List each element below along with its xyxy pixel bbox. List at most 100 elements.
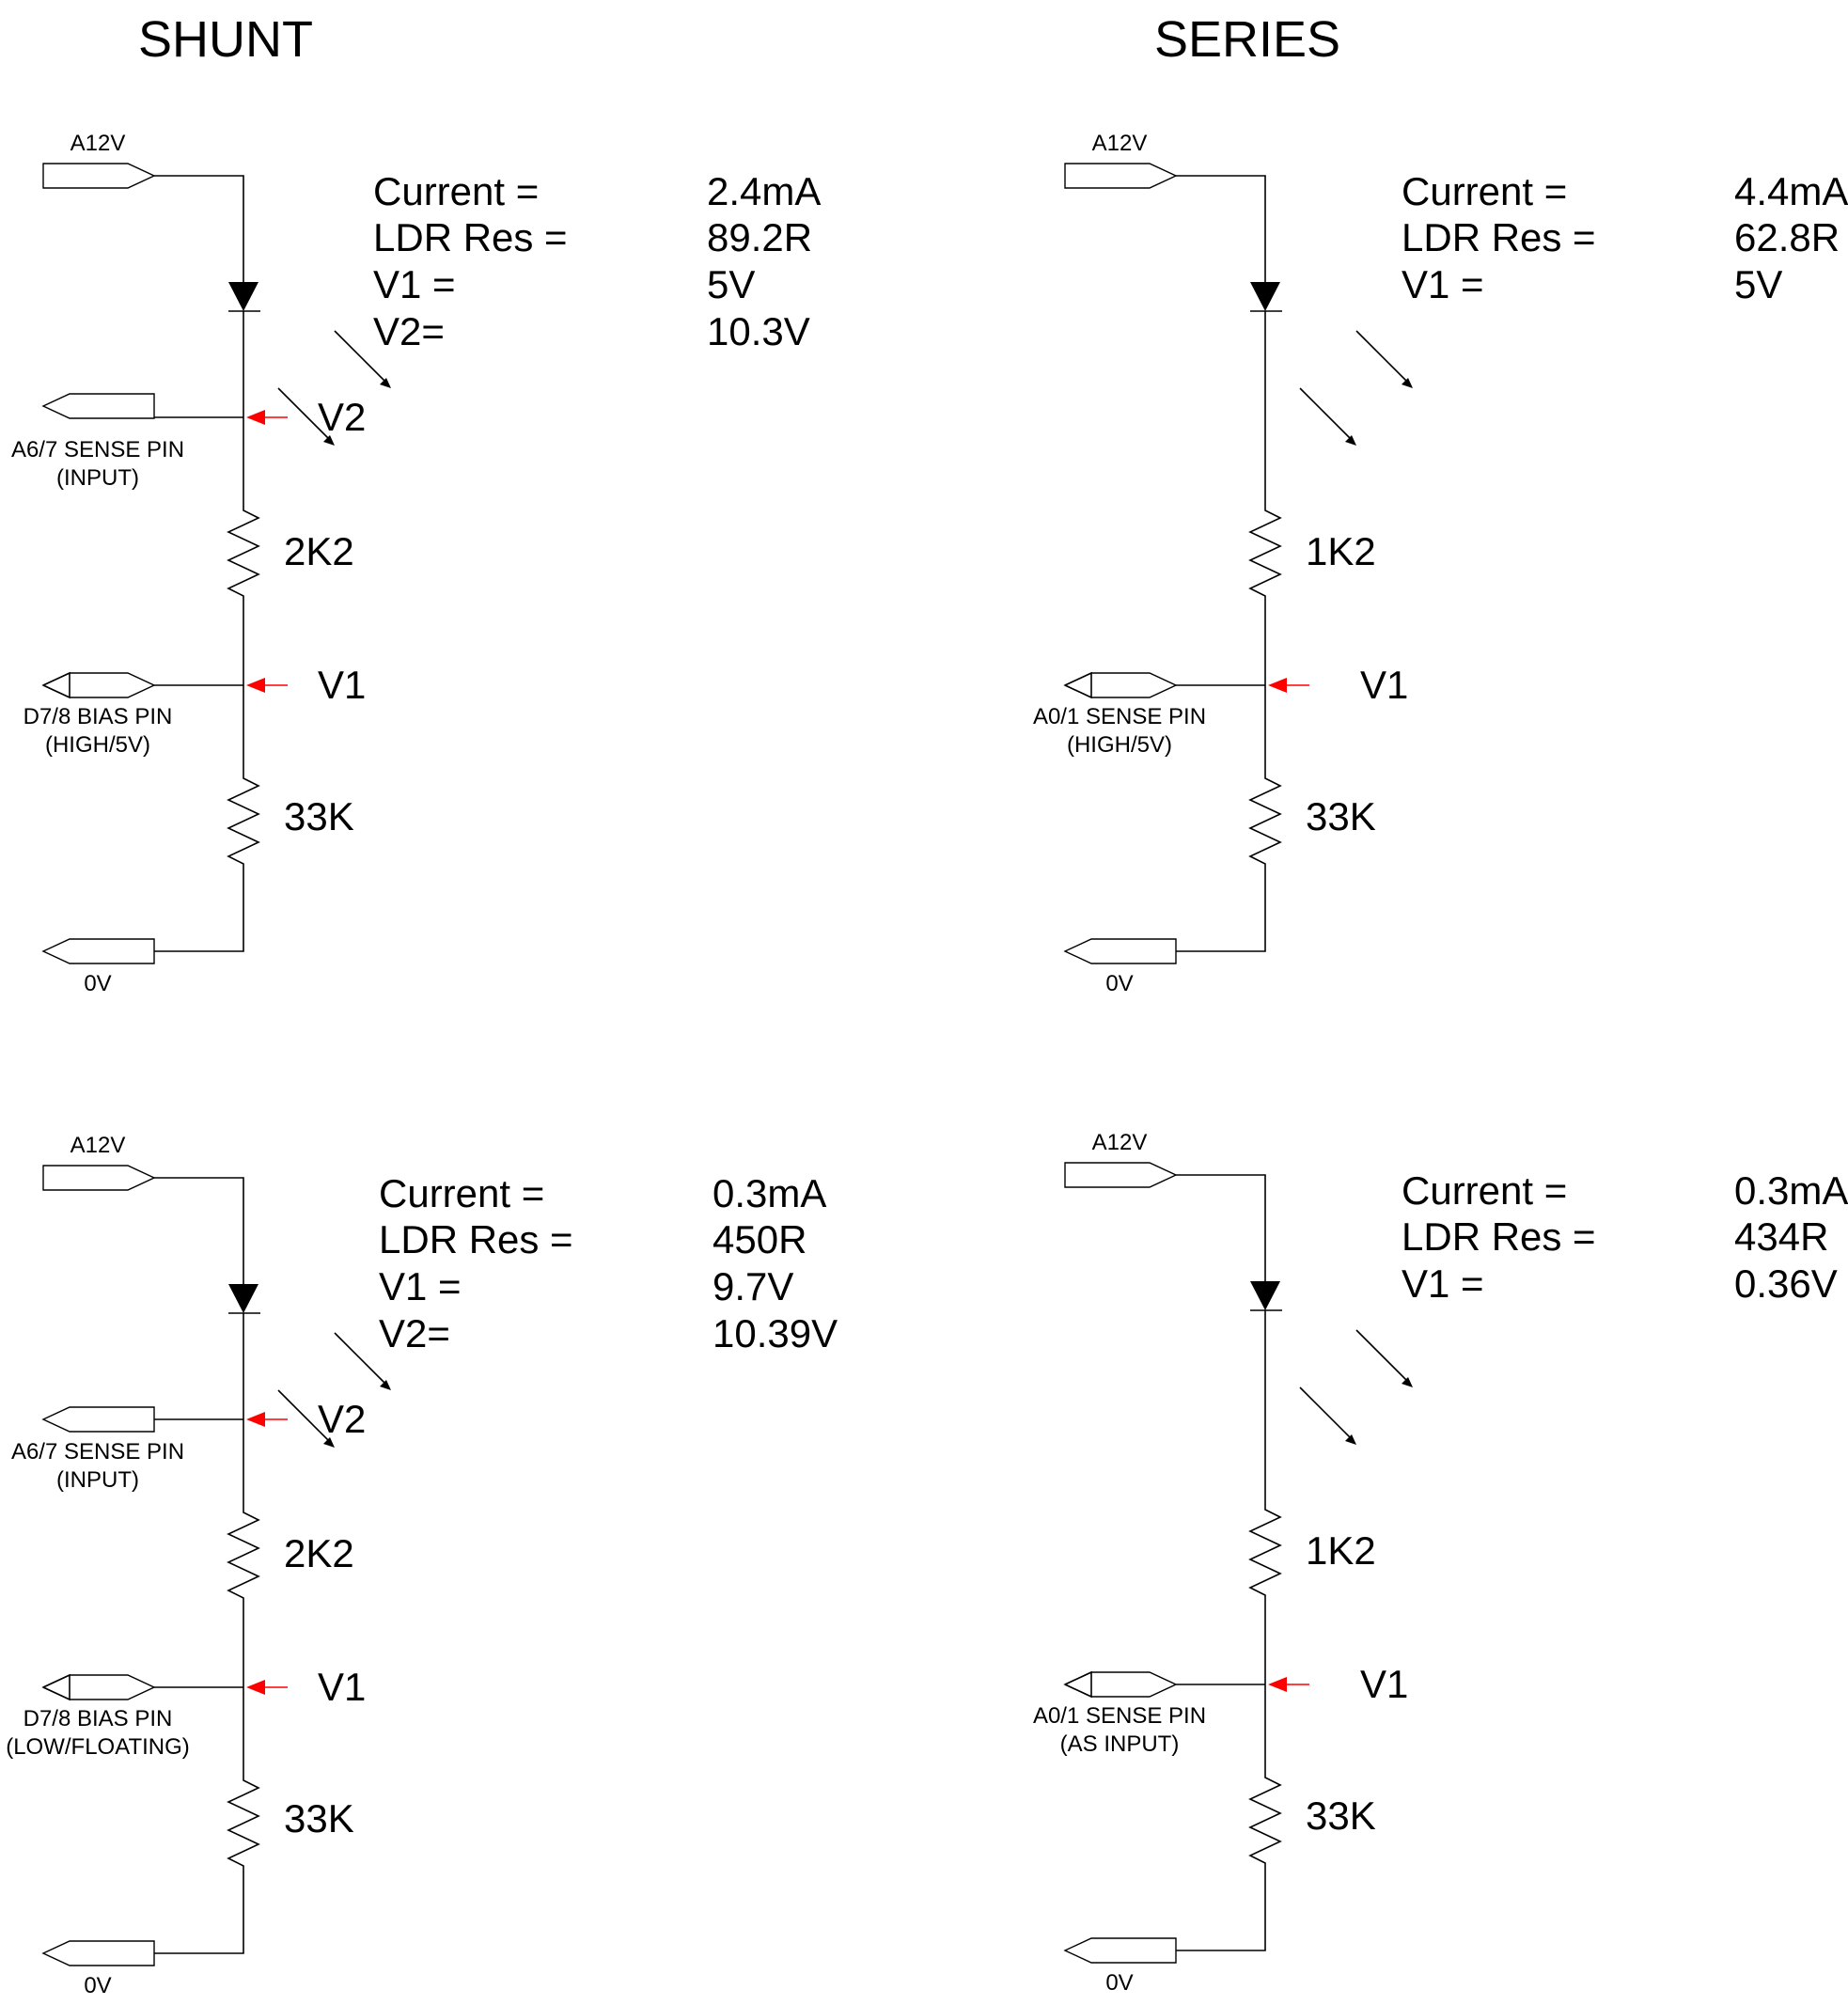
light-arrows-icon [1299, 1329, 1413, 1445]
ground-port: 0V [41, 1940, 155, 1998]
readings-table: Current = 2.4mA LDR Res = 89.2R V1 = 5V … [373, 169, 821, 353]
supply-port: A12V [1064, 1130, 1178, 1188]
sense-port: A6/7 SENSE PIN (INPUT) [11, 393, 243, 491]
reading-current-value: 2.4mA [707, 169, 821, 213]
wire-ground [154, 1869, 244, 1954]
sense-port-label: A6/7 SENSE PIN [11, 1439, 184, 1465]
reading-v1-value: 5V [1734, 262, 1782, 306]
supply-port: A12V [42, 131, 156, 189]
reading-current-value: 4.4mA [1734, 169, 1848, 213]
reading-v1-label: V1 = [1402, 262, 1484, 306]
v1-node-label: V1 [318, 663, 366, 707]
probe-arrow-v1 [246, 678, 288, 693]
bias-port-label: A0/1 SENSE PIN [1033, 1703, 1206, 1729]
reading-v1-label: V1 = [379, 1264, 462, 1308]
sense-port-sublabel: (INPUT) [56, 1467, 139, 1493]
ground-label: 0V [84, 1973, 111, 1998]
supply-label: A12V [1092, 1130, 1148, 1155]
v2-node-label: V2 [318, 1397, 366, 1441]
circuit-series-bottom: A12V 1K2 A0/1 SENSE PIN (AS INPUT) V1 [1033, 1130, 1848, 1996]
bias-port-label: D7/8 BIAS PIN [23, 1706, 173, 1731]
wire-ground [154, 867, 244, 952]
circuit-shunt-bottom: A12V A6/7 SENSE PIN (INPUT) V2 2K2 [6, 1133, 838, 1998]
resistor-top [227, 1510, 260, 1601]
resistor-top [1248, 1507, 1282, 1598]
bias-port-sublabel: (LOW/FLOATING) [6, 1734, 190, 1760]
supply-port: A12V [42, 1133, 156, 1191]
bias-port: A0/1 SENSE PIN (AS INPUT) [1033, 1670, 1265, 1757]
resistor-bottom [1248, 1775, 1282, 1866]
reading-v1-value: 9.7V [713, 1264, 793, 1308]
resistor-bottom-label: 33K [1306, 794, 1376, 838]
bias-port: D7/8 BIAS PIN (LOW/FLOATING) [6, 1673, 243, 1760]
readings-table: Current = 0.3mA LDR Res = 450R V1 = 9.7V… [379, 1171, 838, 1355]
bias-port: D7/8 BIAS PIN (HIGH/5V) [23, 671, 243, 758]
led-diode [228, 1284, 260, 1314]
readings-table: Current = 4.4mA LDR Res = 62.8R V1 = 5V [1402, 169, 1848, 306]
sense-port-sublabel: (INPUT) [56, 465, 139, 491]
reading-current-value: 0.3mA [1734, 1168, 1848, 1213]
reading-ldr-label: LDR Res = [1402, 215, 1596, 259]
reading-v2-label: V2= [373, 309, 445, 353]
resistor-bottom-label: 33K [284, 1796, 354, 1841]
reading-current-label: Current = [373, 169, 539, 213]
light-arrows-icon [277, 1332, 391, 1448]
reading-v2-value: 10.39V [713, 1311, 838, 1355]
bias-port-sublabel: (AS INPUT) [1060, 1731, 1180, 1757]
bias-port-sublabel: (HIGH/5V) [1067, 732, 1172, 758]
v2-node-label: V2 [318, 395, 366, 439]
resistor-bottom-label: 33K [1306, 1794, 1376, 1838]
ground-label: 0V [1105, 1970, 1133, 1996]
readings-table: Current = 0.3mA LDR Res = 434R V1 = 0.36… [1402, 1168, 1848, 1306]
circuit-series-top: A12V 1K2 A0/1 SENSE PIN (HIGH/5V) V1 [1033, 131, 1848, 996]
circuit-shunt-top: A12V A6/7 SENSE PIN (INPUT) V2 2K2 [11, 131, 821, 996]
reading-current-value: 0.3mA [713, 1171, 826, 1215]
wire-supply [1176, 175, 1266, 282]
resistor-top [227, 508, 260, 599]
ground-label: 0V [84, 971, 111, 996]
bias-port-label: D7/8 BIAS PIN [23, 704, 173, 729]
ground-port: 0V [1063, 938, 1177, 996]
resistor-top [1248, 508, 1282, 599]
supply-label: A12V [70, 131, 126, 156]
reading-v2-label: V2= [379, 1311, 450, 1355]
light-arrows-icon [1299, 330, 1413, 446]
probe-arrow-v2 [246, 1412, 288, 1427]
resistor-top-label: 2K2 [284, 1531, 354, 1575]
reading-ldr-label: LDR Res = [379, 1217, 573, 1261]
ground-label: 0V [1105, 971, 1133, 996]
reading-ldr-value: 62.8R [1734, 215, 1840, 259]
v1-node-label: V1 [1360, 663, 1408, 707]
reading-ldr-label: LDR Res = [373, 215, 568, 259]
probe-arrow-v1 [1268, 1677, 1309, 1692]
led-diode [1250, 1281, 1282, 1311]
resistor-bottom-label: 33K [284, 794, 354, 838]
reading-ldr-value: 89.2R [707, 215, 812, 259]
supply-label: A12V [70, 1133, 126, 1158]
probe-arrow-v2 [246, 410, 288, 425]
bias-port: A0/1 SENSE PIN (HIGH/5V) [1033, 671, 1265, 758]
wire-supply [154, 1177, 244, 1284]
wire-supply [1176, 1174, 1266, 1281]
probe-arrow-v1 [1268, 678, 1309, 693]
resistor-bottom [1248, 775, 1282, 867]
v1-node-label: V1 [318, 1665, 366, 1709]
ground-port: 0V [1063, 1937, 1177, 1996]
probe-arrow-v1 [246, 1680, 288, 1695]
wire-ground [1176, 1866, 1266, 1951]
wire-supply [154, 175, 244, 282]
resistor-bottom [227, 1778, 260, 1869]
reading-current-label: Current = [1402, 1168, 1567, 1213]
v1-node-label: V1 [1360, 1662, 1408, 1706]
bias-port-label: A0/1 SENSE PIN [1033, 704, 1206, 729]
reading-v2-value: 10.3V [707, 309, 810, 353]
heading-series: SERIES [1154, 11, 1340, 68]
ground-port: 0V [41, 938, 155, 996]
reading-ldr-label: LDR Res = [1402, 1214, 1596, 1259]
led-diode [1250, 282, 1282, 312]
reading-ldr-value: 450R [713, 1217, 807, 1261]
supply-port: A12V [1064, 131, 1178, 189]
heading-shunt: SHUNT [138, 11, 313, 68]
light-arrows-icon [277, 330, 391, 446]
